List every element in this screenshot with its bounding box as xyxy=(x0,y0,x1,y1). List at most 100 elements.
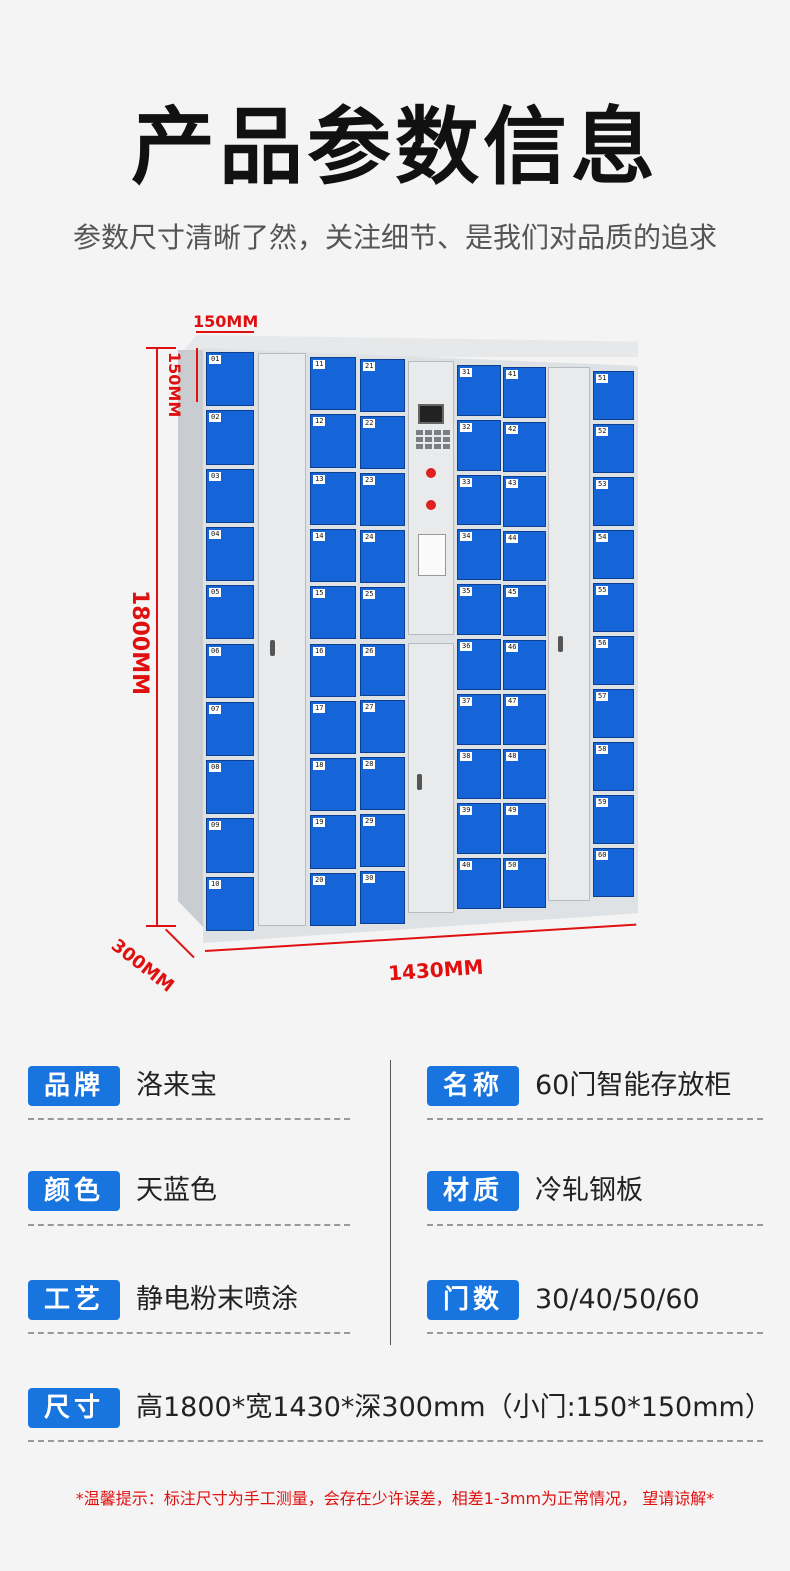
locker-door: 09 xyxy=(206,818,254,873)
locker-number: 06 xyxy=(209,646,222,656)
locker-number: 13 xyxy=(313,474,326,484)
spec-value: 高1800*宽1430*深300mm（小门:150*150mm） xyxy=(136,1392,772,1423)
locker-number: 20 xyxy=(313,875,326,885)
page-title: 产品参数信息 xyxy=(130,98,659,196)
spec-value: 静电粉末喷涂 xyxy=(136,1284,298,1315)
dim-label-width: 1430MM xyxy=(387,954,485,986)
locker-door: 39 xyxy=(457,803,501,855)
control-panel xyxy=(408,361,454,635)
locker-door: 37 xyxy=(457,693,501,745)
keypad-icon xyxy=(416,430,450,449)
locker-door: 02 xyxy=(206,410,254,465)
lock-icon xyxy=(558,636,563,652)
locker-number: 02 xyxy=(209,413,222,423)
locker-number: 29 xyxy=(363,817,376,827)
locker-number: 55 xyxy=(596,586,609,595)
cabinet-top xyxy=(178,335,638,357)
lock-icon xyxy=(270,640,275,656)
locker-number: 60 xyxy=(596,851,609,860)
locker-door: 01 xyxy=(206,352,254,407)
locker-door: 17 xyxy=(310,700,356,755)
locker-number: 26 xyxy=(363,646,376,656)
locker-number: 41 xyxy=(506,370,519,379)
dim-label-small-width: 150MM xyxy=(193,312,259,331)
tall-panel-right xyxy=(548,367,590,901)
locker-door: 28 xyxy=(360,757,405,811)
locker-door: 30 xyxy=(360,871,405,924)
locker-number: 49 xyxy=(506,806,519,815)
locker-number: 25 xyxy=(363,589,376,599)
locker-number: 24 xyxy=(363,532,376,542)
locker-number: 27 xyxy=(363,703,376,713)
locker-door: 59 xyxy=(593,795,634,844)
locker-door: 34 xyxy=(457,529,501,581)
locker-number: 52 xyxy=(596,427,609,436)
locker-door: 24 xyxy=(360,529,405,583)
locker-door: 36 xyxy=(457,639,501,690)
locker-door: 16 xyxy=(310,643,356,697)
locker-door: 46 xyxy=(503,639,546,690)
locker-number: 04 xyxy=(209,529,222,539)
locker-number: 34 xyxy=(460,532,473,542)
locker-number: 18 xyxy=(313,761,326,771)
locker-door: 31 xyxy=(457,365,501,416)
locker-number: 37 xyxy=(460,696,473,706)
spec-label: 材质 xyxy=(427,1171,519,1211)
display-screen xyxy=(418,404,444,424)
locker-door: 52 xyxy=(593,424,634,473)
locker-number: 28 xyxy=(363,760,376,770)
divider xyxy=(28,1440,763,1442)
locker-number: 40 xyxy=(460,861,473,871)
locker-door: 05 xyxy=(206,585,254,640)
locker-door: 26 xyxy=(360,643,405,697)
locker-door: 56 xyxy=(593,636,634,685)
locker-number: 54 xyxy=(596,533,609,542)
locker-door: 44 xyxy=(503,530,546,581)
locker-door: 06 xyxy=(206,643,254,698)
locker-number: 21 xyxy=(363,362,376,371)
locker-number: 22 xyxy=(363,418,376,428)
tall-panel-center xyxy=(408,643,454,913)
locker-door: 54 xyxy=(593,530,634,579)
locker-number: 30 xyxy=(363,874,376,884)
spec-label: 名称 xyxy=(427,1066,519,1106)
cabinet-side xyxy=(178,350,206,930)
locker-door: 19 xyxy=(310,815,356,869)
locker-door: 35 xyxy=(457,584,501,635)
locker-number: 07 xyxy=(209,704,222,714)
locker-door: 29 xyxy=(360,814,405,868)
locker-number: 31 xyxy=(460,368,473,377)
locker-number: 14 xyxy=(313,531,326,541)
locker-number: 23 xyxy=(363,475,376,485)
locker-number: 32 xyxy=(460,422,473,432)
locker-number: 11 xyxy=(313,360,326,369)
locker-door: 41 xyxy=(503,367,546,418)
locker-number: 43 xyxy=(506,479,519,488)
divider xyxy=(427,1332,763,1334)
locker-number: 01 xyxy=(209,355,222,364)
spec-value: 30/40/50/60 xyxy=(535,1284,700,1315)
locker-door: 14 xyxy=(310,528,356,583)
locker-door: 12 xyxy=(310,414,356,468)
divider xyxy=(28,1224,350,1226)
locker-number: 33 xyxy=(460,477,473,487)
spec-label: 工艺 xyxy=(28,1280,120,1320)
locker-door: 13 xyxy=(310,471,356,525)
page-subtitle: 参数尺寸清晰了然，关注细节、是我们对品质的追求 xyxy=(72,221,717,254)
spec-label: 颜色 xyxy=(28,1171,120,1211)
locker-door: 45 xyxy=(503,585,546,636)
locker-number: 56 xyxy=(596,639,609,648)
spec-value: 60门智能存放柜 xyxy=(535,1070,732,1101)
locker-number: 50 xyxy=(506,860,519,870)
locker-number: 48 xyxy=(506,751,519,761)
dim-label-depth: 300MM xyxy=(107,935,178,997)
spec-value: 冷轧钢板 xyxy=(535,1175,643,1206)
locker-number: 51 xyxy=(596,374,609,383)
spec-label: 尺寸 xyxy=(28,1388,120,1428)
locker-door: 57 xyxy=(593,689,634,738)
lock-icon xyxy=(417,774,422,790)
locker-number: 16 xyxy=(313,646,326,656)
locker-number: 05 xyxy=(209,588,222,598)
locker-number: 47 xyxy=(506,697,519,706)
spec-label: 品牌 xyxy=(28,1066,120,1106)
